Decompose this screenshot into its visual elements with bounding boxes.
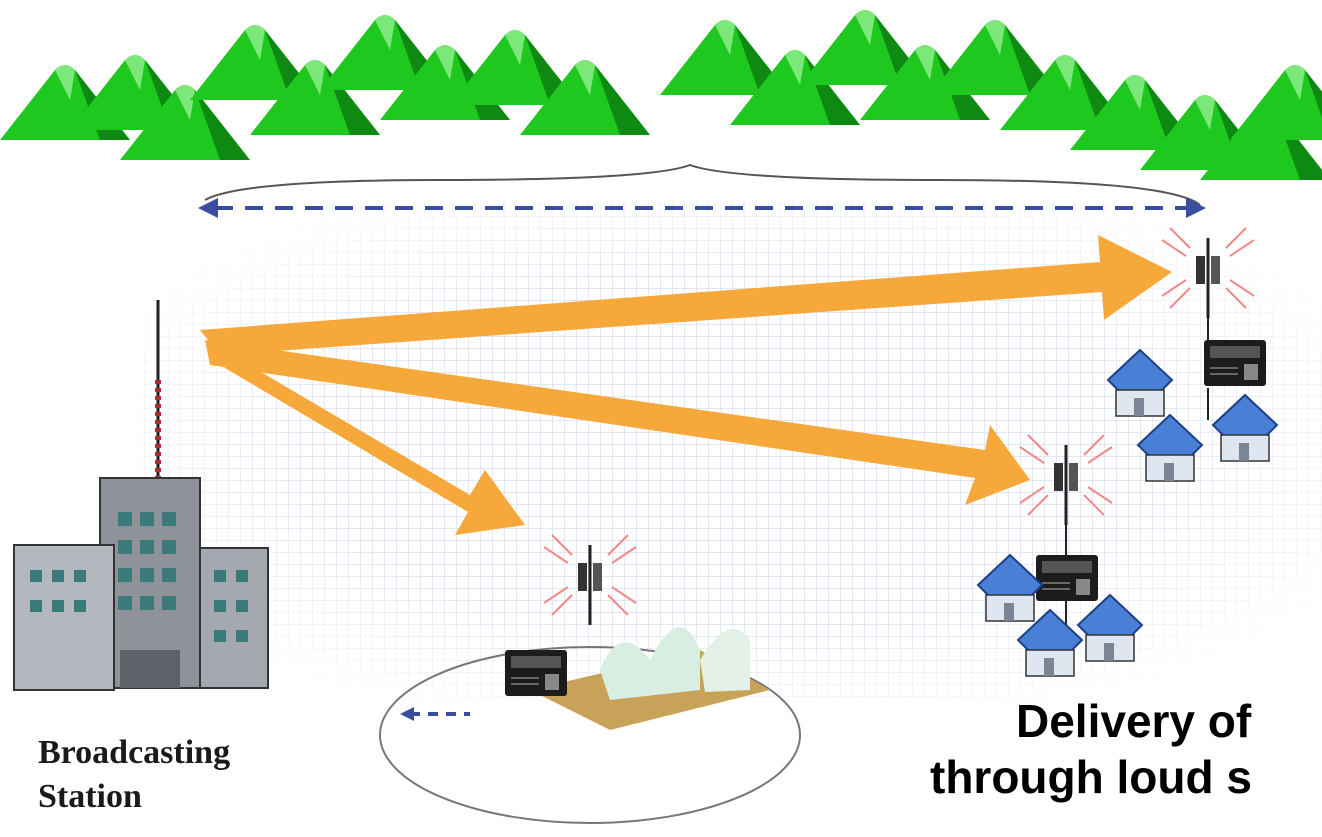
radio-icon: [1035, 554, 1099, 602]
delivery-caption-line1: Delivery of: [1016, 695, 1252, 747]
village-receiver-middle: [977, 433, 1143, 677]
delivery-caption-line2: through loud s: [930, 751, 1252, 803]
village-receiver-top: [1107, 226, 1278, 482]
distance-brace: [204, 163, 1201, 206]
building-icon: [13, 477, 269, 691]
local-receiver-area: [379, 533, 801, 824]
station-label-line1: Broadcasting: [38, 734, 231, 771]
mountain-icon: [0, 10, 1322, 180]
broadcast-arrows: [200, 235, 1172, 535]
radio-icon: [504, 649, 568, 697]
station-label-line2: Station: [38, 778, 142, 815]
dashed-distance-arrow: [198, 198, 1206, 218]
radio-icon: [1203, 339, 1267, 387]
